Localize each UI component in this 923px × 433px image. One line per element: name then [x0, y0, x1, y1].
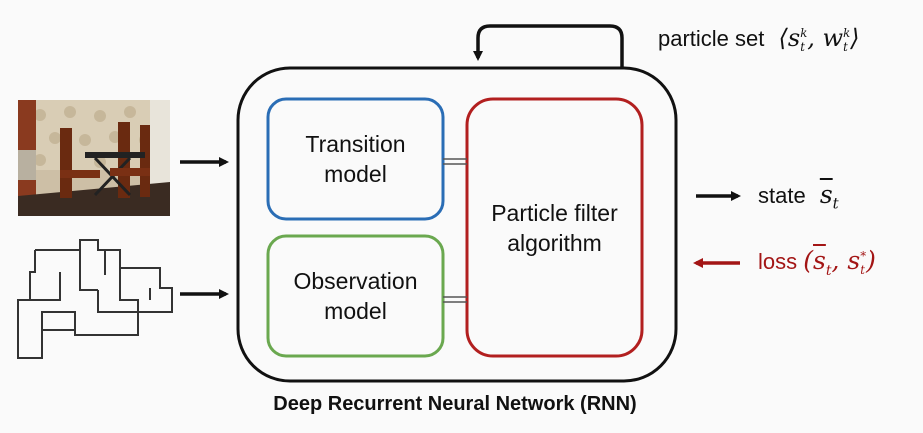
recurrent-loop-arrow: [473, 24, 624, 67]
state-label: state st: [758, 180, 839, 212]
observation-line2: model: [324, 298, 387, 324]
loss-sup2: *: [860, 248, 867, 263]
transition-connector: [443, 158, 467, 165]
particle-filter-box: [465, 97, 644, 358]
particle-filter-label: Particle filter algorithm: [467, 99, 642, 356]
ps-sub1: t: [800, 39, 805, 54]
loss-mid: , s: [831, 246, 861, 275]
observation-model-label: Observation model: [268, 236, 443, 356]
particle-set-text: particle set: [658, 26, 765, 51]
observation-model-box: [266, 234, 445, 358]
ps-mid: , w: [807, 24, 844, 52]
ps-sub2: t: [843, 39, 848, 54]
diagram-caption: Deep Recurrent Neural Network (RNN): [273, 393, 637, 415]
transition-model-label: Transition model: [268, 99, 443, 219]
loss-open: (: [803, 246, 814, 275]
observation-line1: Observation: [293, 268, 418, 294]
state-text: state: [758, 183, 806, 208]
particle-filter-line1: Particle filter: [491, 199, 618, 226]
loss-math: (st, s*t): [803, 246, 876, 279]
rnn-frame: [236, 66, 678, 383]
room-photo-icon: [18, 100, 170, 216]
ps-open: ⟨s: [778, 24, 801, 52]
transition-line2: model: [324, 161, 387, 187]
ps-close: ⟩: [850, 24, 860, 52]
loss-sub2: t: [860, 262, 865, 277]
state-s: s: [819, 180, 833, 209]
observation-connector: [443, 296, 467, 303]
particle-filter-line2: algorithm: [507, 229, 602, 256]
loss-s1: s: [813, 246, 826, 275]
floor-plan-map-icon: [17, 239, 173, 359]
state-math: s: [820, 180, 833, 209]
state-sub: t: [832, 194, 839, 213]
loss-sub1: t: [825, 263, 832, 279]
ps-sup2: k: [843, 25, 851, 40]
loss-close: ): [866, 246, 876, 275]
loss-text: loss: [758, 249, 798, 274]
transition-line1: Transition: [305, 131, 406, 157]
loss-label: loss (st, s*t): [758, 246, 876, 279]
ps-sup1: k: [800, 25, 808, 40]
